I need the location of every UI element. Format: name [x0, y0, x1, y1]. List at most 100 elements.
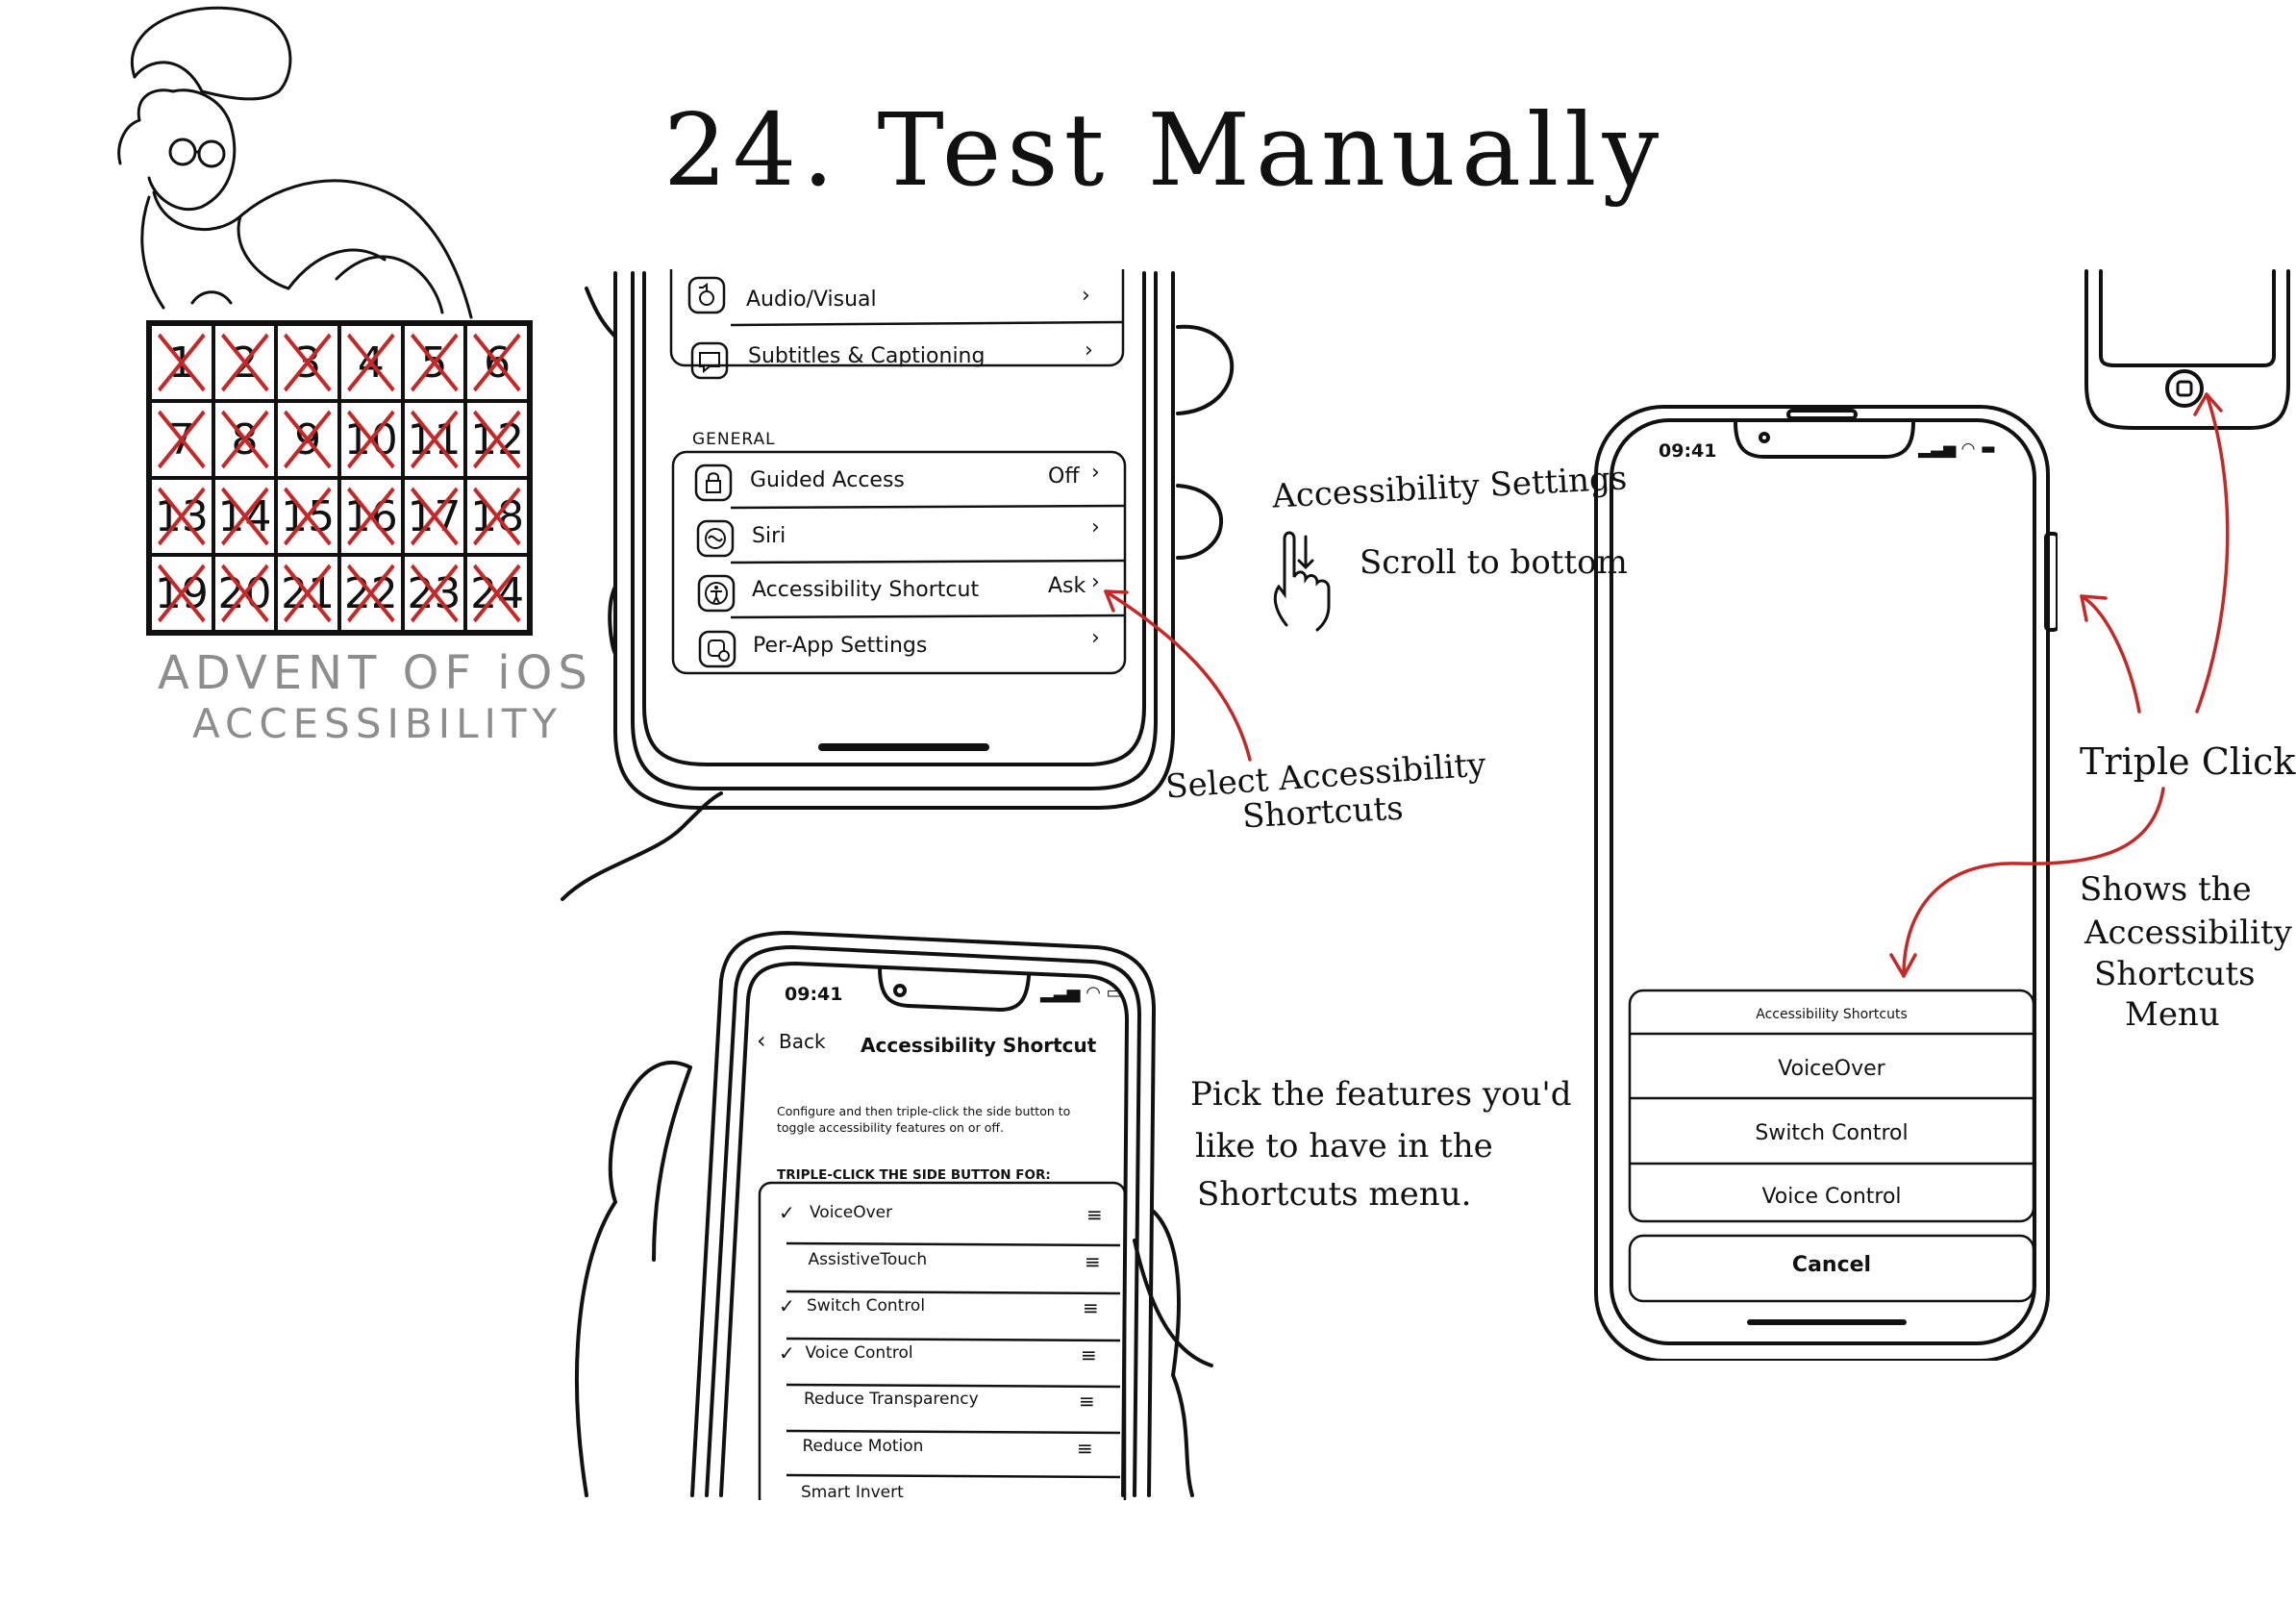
cross-mark-icon	[284, 487, 332, 546]
note-shows-line-1: Shows the	[2080, 870, 2252, 909]
cross-mark-icon	[284, 410, 332, 469]
note-shows-line-4: Menu	[2125, 995, 2220, 1034]
note-shows-line-3: Shortcuts	[2094, 955, 2256, 993]
calendar-day: 21	[276, 555, 339, 632]
status-icons: ▂▃▅ ◠ ▭	[1040, 983, 1123, 1003]
note-shows-line-2: Accessibility	[2084, 914, 2292, 952]
brand-line-1: ADVENT OF iOS	[158, 646, 593, 700]
settings-row-per-app[interactable]: Per-App Settings	[753, 634, 928, 658]
page-title: 24. Test Manually	[663, 91, 1665, 209]
calendar-day: 4	[338, 324, 403, 401]
description-line-2: toggle accessibility features on or off.	[777, 1120, 1004, 1135]
calendar-day: 15	[276, 478, 339, 555]
back-chevron-icon[interactable]: ‹	[757, 1027, 766, 1054]
nav-title: Accessibility Shortcut	[861, 1034, 1097, 1057]
cancel-button[interactable]: Cancel	[1791, 1253, 1872, 1277]
section-general: GENERAL	[692, 430, 776, 449]
feature-row[interactable]: ✓Switch Control≡	[769, 1291, 1115, 1329]
cross-mark-icon	[284, 564, 332, 623]
calendar-day: 13	[150, 478, 213, 555]
settings-row-guided-access[interactable]: Guided Access	[750, 468, 905, 492]
cross-mark-icon	[410, 333, 459, 392]
scroll-gesture-icon	[1273, 531, 1331, 632]
cross-mark-icon	[158, 487, 206, 546]
checkmark-icon: ✓	[779, 1201, 795, 1224]
chevron-right-icon: ›	[1091, 515, 1100, 539]
cross-mark-icon	[410, 487, 459, 546]
triple-click-arrows	[1889, 392, 2230, 978]
cross-mark-icon	[347, 410, 395, 469]
checkmark-icon: ✓	[779, 1341, 795, 1365]
sheet-title: Accessibility Shortcuts	[1756, 1007, 1908, 1022]
menu-option-voice-control[interactable]: Voice Control	[1761, 1185, 1902, 1209]
settings-row-siri[interactable]: Siri	[752, 524, 786, 548]
lock-icon	[694, 464, 733, 506]
status-time: 09:41	[1659, 440, 1717, 462]
menu-option-switch-control[interactable]: Switch Control	[1755, 1121, 1909, 1145]
calendar-day: 5	[402, 324, 466, 401]
siri-icon	[696, 519, 735, 562]
chevron-right-icon: ›	[1091, 461, 1100, 485]
reorder-handle-icon[interactable]: ≡	[1081, 1342, 1097, 1366]
santa-illustration	[117, 6, 473, 319]
feature-row[interactable]: Reduce Transparency ≡	[769, 1384, 1115, 1422]
audio-visual-icon	[687, 276, 726, 318]
calendar-day: 1	[150, 324, 213, 401]
feature-label: VoiceOver	[810, 1203, 893, 1222]
feature-row[interactable]: ✓Voice Control≡	[769, 1338, 1115, 1376]
feature-label: Smart Invert	[801, 1483, 904, 1502]
description-line-1: Configure and then triple-click the side…	[777, 1104, 1071, 1118]
calendar-day: 23	[402, 555, 466, 632]
cross-mark-icon	[473, 487, 521, 546]
calendar-day: 20	[212, 555, 277, 632]
cross-mark-icon	[347, 333, 395, 392]
reorder-handle-icon[interactable]: ≡	[1079, 1390, 1095, 1413]
cross-mark-icon	[220, 487, 269, 546]
feature-row[interactable]: ✓ VoiceOver ≡	[769, 1197, 1115, 1236]
menu-option-voiceover[interactable]: VoiceOver	[1778, 1057, 1885, 1081]
calendar-day: 24	[465, 555, 529, 632]
accessibility-shortcut-value: Ask	[1048, 574, 1086, 598]
reorder-handle-icon[interactable]: ≡	[1077, 1436, 1093, 1460]
calendar-day: 3	[276, 324, 339, 401]
shortcut-phone-frame	[575, 930, 1213, 1500]
cross-mark-icon	[220, 410, 269, 469]
cross-mark-icon	[220, 333, 269, 392]
feature-row[interactable]: Reduce Motion ≡	[769, 1431, 1115, 1469]
chevron-right-icon: ›	[1082, 284, 1090, 308]
cross-mark-icon	[158, 410, 206, 469]
calendar-day: 16	[338, 478, 403, 555]
calendar-day: 10	[338, 401, 403, 478]
calendar-day: 2	[212, 324, 277, 401]
status-time: 09:41	[785, 984, 843, 1005]
back-button[interactable]: Back	[779, 1030, 826, 1053]
settings-row-audio-visual[interactable]: Audio/Visual	[746, 288, 877, 312]
calendar-day: 17	[402, 478, 466, 555]
chevron-right-icon: ›	[1091, 626, 1100, 650]
feature-row[interactable]: AssistiveTouch≡	[769, 1244, 1115, 1283]
feature-row[interactable]: Smart Invert	[769, 1477, 1115, 1516]
cross-mark-icon	[473, 564, 521, 623]
reorder-handle-icon[interactable]: ≡	[1086, 1203, 1103, 1226]
status-icons: ▂▃▅ ◠ ▬	[1918, 439, 1996, 459]
feature-label: Switch Control	[807, 1296, 926, 1316]
app-settings-icon	[698, 630, 736, 672]
reorder-handle-icon[interactable]: ≡	[1083, 1296, 1099, 1319]
guided-access-value: Off	[1048, 464, 1080, 489]
feature-label: Reduce Motion	[802, 1436, 924, 1456]
reorder-handle-icon[interactable]: ≡	[1085, 1249, 1101, 1273]
accessibility-icon	[697, 574, 736, 616]
calendar-day: 19	[150, 555, 213, 632]
feature-label: Reduce Transparency	[804, 1390, 979, 1409]
chevron-right-icon: ›	[1091, 570, 1100, 594]
cross-mark-icon	[473, 333, 521, 392]
chevron-right-icon: ›	[1085, 338, 1093, 363]
calendar-day: 12	[465, 401, 529, 478]
note-pick-line-1: Pick the features you'd	[1190, 1075, 1572, 1114]
section-triple-click: TRIPLE-CLICK THE SIDE BUTTON FOR:	[777, 1167, 1051, 1183]
settings-row-accessibility-shortcut[interactable]: Accessibility Shortcut	[752, 578, 980, 602]
settings-row-subtitles[interactable]: Subtitles & Captioning	[748, 344, 986, 368]
cross-mark-icon	[347, 487, 395, 546]
note-select-line-2: Shortcuts	[1241, 789, 1405, 837]
calendar-day: 6	[465, 324, 529, 401]
